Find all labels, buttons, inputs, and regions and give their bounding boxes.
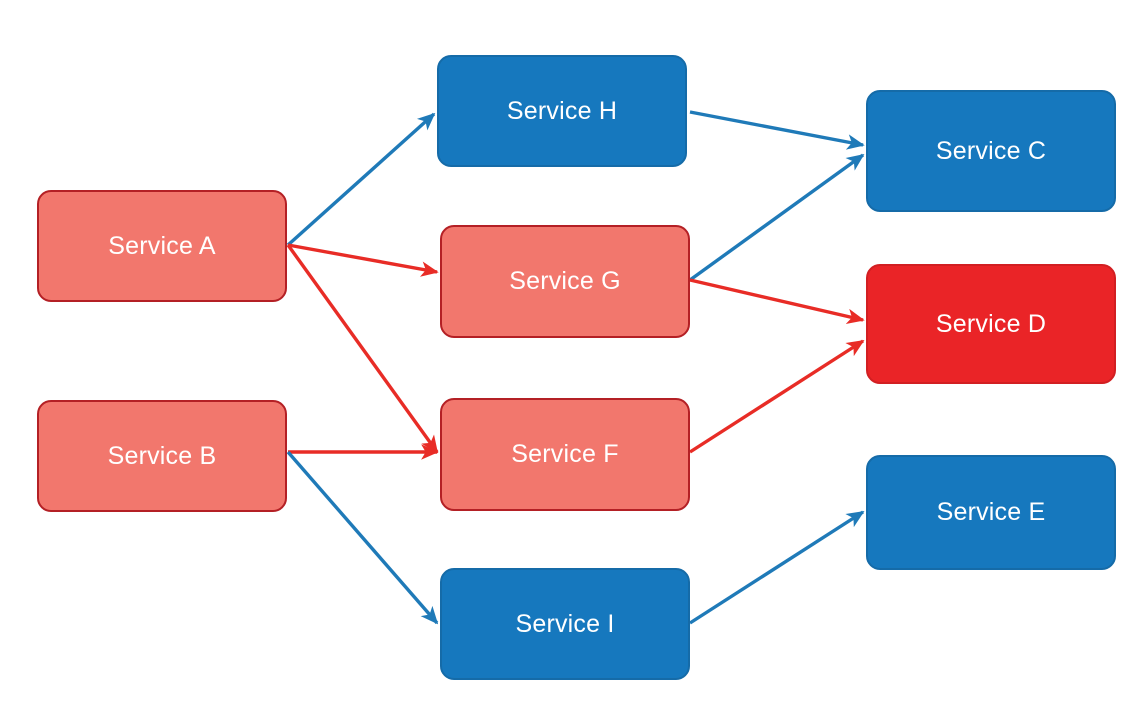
node-service-f[interactable]: Service F: [440, 398, 690, 511]
node-service-e[interactable]: Service E: [866, 455, 1116, 570]
edge-g-to-d: [689, 278, 865, 324]
node-service-b[interactable]: Service B: [37, 400, 287, 512]
node-label-service-d: Service D: [935, 309, 1047, 338]
node-label-service-a: Service A: [108, 231, 216, 260]
node-service-d[interactable]: Service D: [866, 264, 1116, 384]
node-service-h[interactable]: Service H: [437, 55, 687, 167]
edge-a-to-h: [286, 112, 436, 247]
node-service-i[interactable]: Service I: [440, 568, 690, 680]
node-service-a[interactable]: Service A: [37, 190, 287, 302]
edge-f-to-d: [689, 339, 865, 454]
node-label-service-f: Service F: [511, 440, 619, 468]
node-label-service-g: Service G: [509, 267, 621, 295]
edge-a-to-g: [287, 243, 439, 277]
node-service-g[interactable]: Service G: [440, 225, 690, 338]
edge-i-to-e: [689, 510, 865, 625]
node-label-service-i: Service I: [515, 609, 615, 638]
edge-b-to-i: [286, 450, 439, 625]
edge-g-to-c: [689, 153, 865, 282]
node-label-service-e: Service E: [936, 498, 1046, 526]
node-label-service-h: Service H: [506, 96, 618, 125]
node-label-service-b: Service B: [107, 441, 217, 470]
edge-a-to-f: [286, 244, 439, 454]
edge-h-to-c: [689, 110, 865, 150]
edge-group: [286, 110, 865, 625]
node-label-service-c: Service C: [935, 136, 1047, 165]
node-service-c[interactable]: Service C: [866, 90, 1116, 212]
